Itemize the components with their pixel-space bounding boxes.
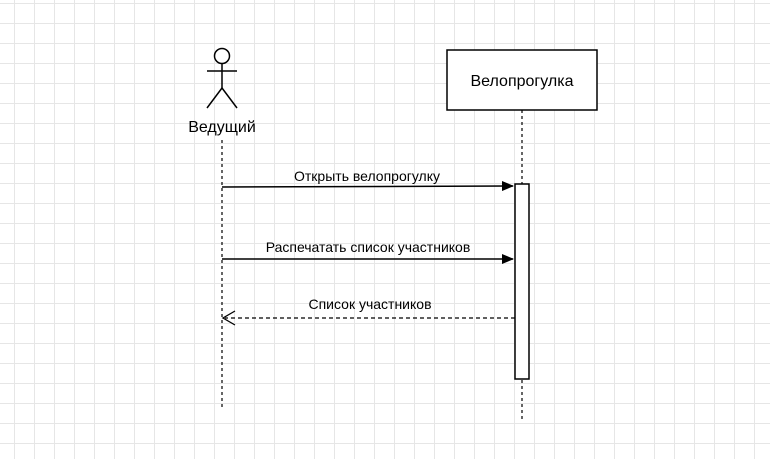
- object-box-rect: [446, 49, 598, 111]
- actor-right-leg: [221, 87, 238, 109]
- message-2[interactable]: Распечатать список участников: [222, 239, 514, 264]
- message-3-label: Список участников: [308, 296, 431, 312]
- object-box[interactable]: Велопрогулка: [446, 49, 598, 111]
- message-1-label: Открыть велопрогулку: [294, 168, 440, 184]
- object-name: Велопрогулка: [471, 73, 574, 90]
- actor-head: [213, 47, 231, 65]
- message-3[interactable]: Список участников: [221, 296, 515, 326]
- actor-left-leg: [206, 87, 223, 109]
- actor-name: Ведущий: [188, 119, 256, 136]
- message-1[interactable]: Открыть велопрогулку: [221, 168, 514, 192]
- activation-bar[interactable]: [514, 183, 530, 380]
- message-1-arrow: [221, 181, 514, 192]
- actor-stick-figure-icon[interactable]: [206, 47, 238, 109]
- message-2-label: Распечатать список участников: [266, 239, 471, 255]
- message-3-arrowhead: [221, 310, 236, 326]
